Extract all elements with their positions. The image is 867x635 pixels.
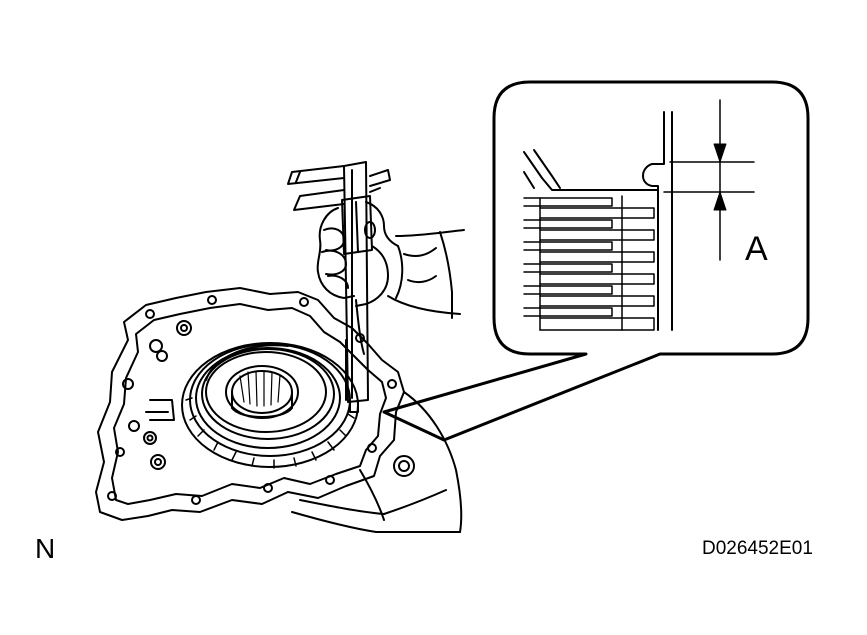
figure-code: D026452E01: [702, 538, 813, 559]
transmission-case-icon: [95, 287, 463, 533]
hand-icon: [316, 201, 465, 355]
dimension-a-label: A: [745, 230, 768, 268]
clutch-assembly: [181, 342, 359, 469]
magnified-detail-icon: [382, 80, 810, 442]
vernier-caliper-icon: [287, 161, 391, 413]
orientation-mark: N: [35, 533, 56, 564]
